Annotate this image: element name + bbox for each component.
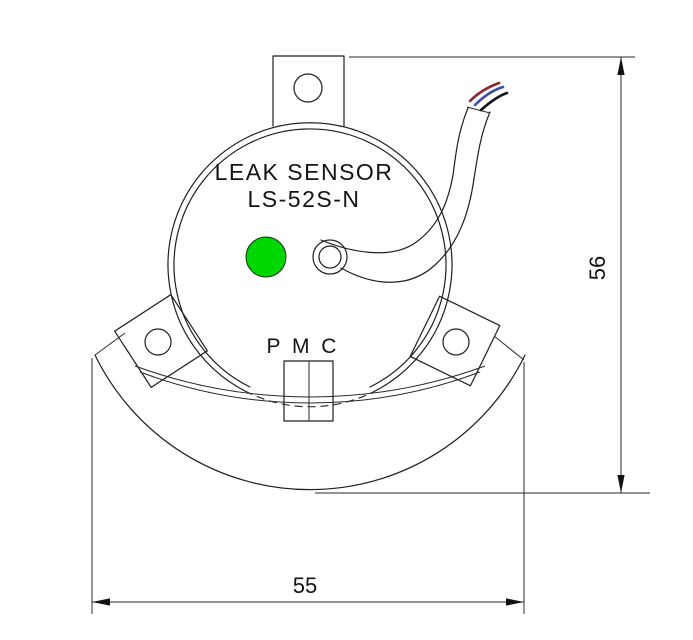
product-model-label: LS-52S-N bbox=[248, 186, 361, 212]
cable-wire-black bbox=[479, 91, 509, 112]
right-mounting-tab bbox=[409, 295, 501, 387]
body-inner-circle bbox=[173, 128, 447, 388]
product-title-label: LEAK SENSOR bbox=[215, 159, 394, 185]
grommet-outer bbox=[312, 239, 348, 275]
width-arrow-left-icon bbox=[92, 598, 110, 606]
crescent-outer-arc bbox=[94, 354, 526, 491]
cable-edge-upper bbox=[320, 107, 469, 254]
crescent-inner-arc-2 bbox=[139, 371, 481, 404]
right-tab-outline bbox=[409, 295, 501, 387]
width-dimension: 55 bbox=[91, 358, 525, 614]
left-tab-hole bbox=[144, 328, 172, 356]
grommet-inner bbox=[318, 245, 342, 269]
cable-tip-face bbox=[466, 106, 491, 114]
crescent-left-tip-edge bbox=[94, 332, 126, 356]
top-tab-hole bbox=[293, 73, 323, 103]
width-dimension-value: 55 bbox=[293, 573, 317, 598]
bottom-crescent-bracket bbox=[94, 332, 526, 491]
left-mounting-tab bbox=[114, 294, 208, 388]
probe-block bbox=[283, 360, 334, 422]
cable-grommet bbox=[312, 239, 348, 275]
body-hidden-bottom-arc bbox=[244, 390, 376, 408]
cable bbox=[320, 81, 509, 283]
crescent-inner-arc-1 bbox=[134, 365, 486, 398]
width-arrow-right-icon bbox=[506, 598, 524, 606]
cable-edge-lower bbox=[340, 111, 491, 283]
cable-wire-red bbox=[468, 81, 501, 103]
height-arrow-down-icon bbox=[617, 475, 625, 493]
left-tab-outline bbox=[114, 294, 208, 388]
height-arrow-up-icon bbox=[617, 57, 625, 75]
height-dimension-value: 56 bbox=[585, 256, 610, 280]
led-indicator bbox=[245, 236, 287, 278]
height-dimension: 56 bbox=[315, 56, 650, 494]
top-tab-outline bbox=[272, 55, 345, 127]
right-tab-hole bbox=[442, 328, 470, 356]
crescent-right-tip-edge bbox=[493, 335, 525, 361]
brand-label: P M C bbox=[267, 335, 340, 358]
top-mounting-tab bbox=[272, 55, 345, 127]
cable-wire-blue bbox=[473, 85, 505, 107]
